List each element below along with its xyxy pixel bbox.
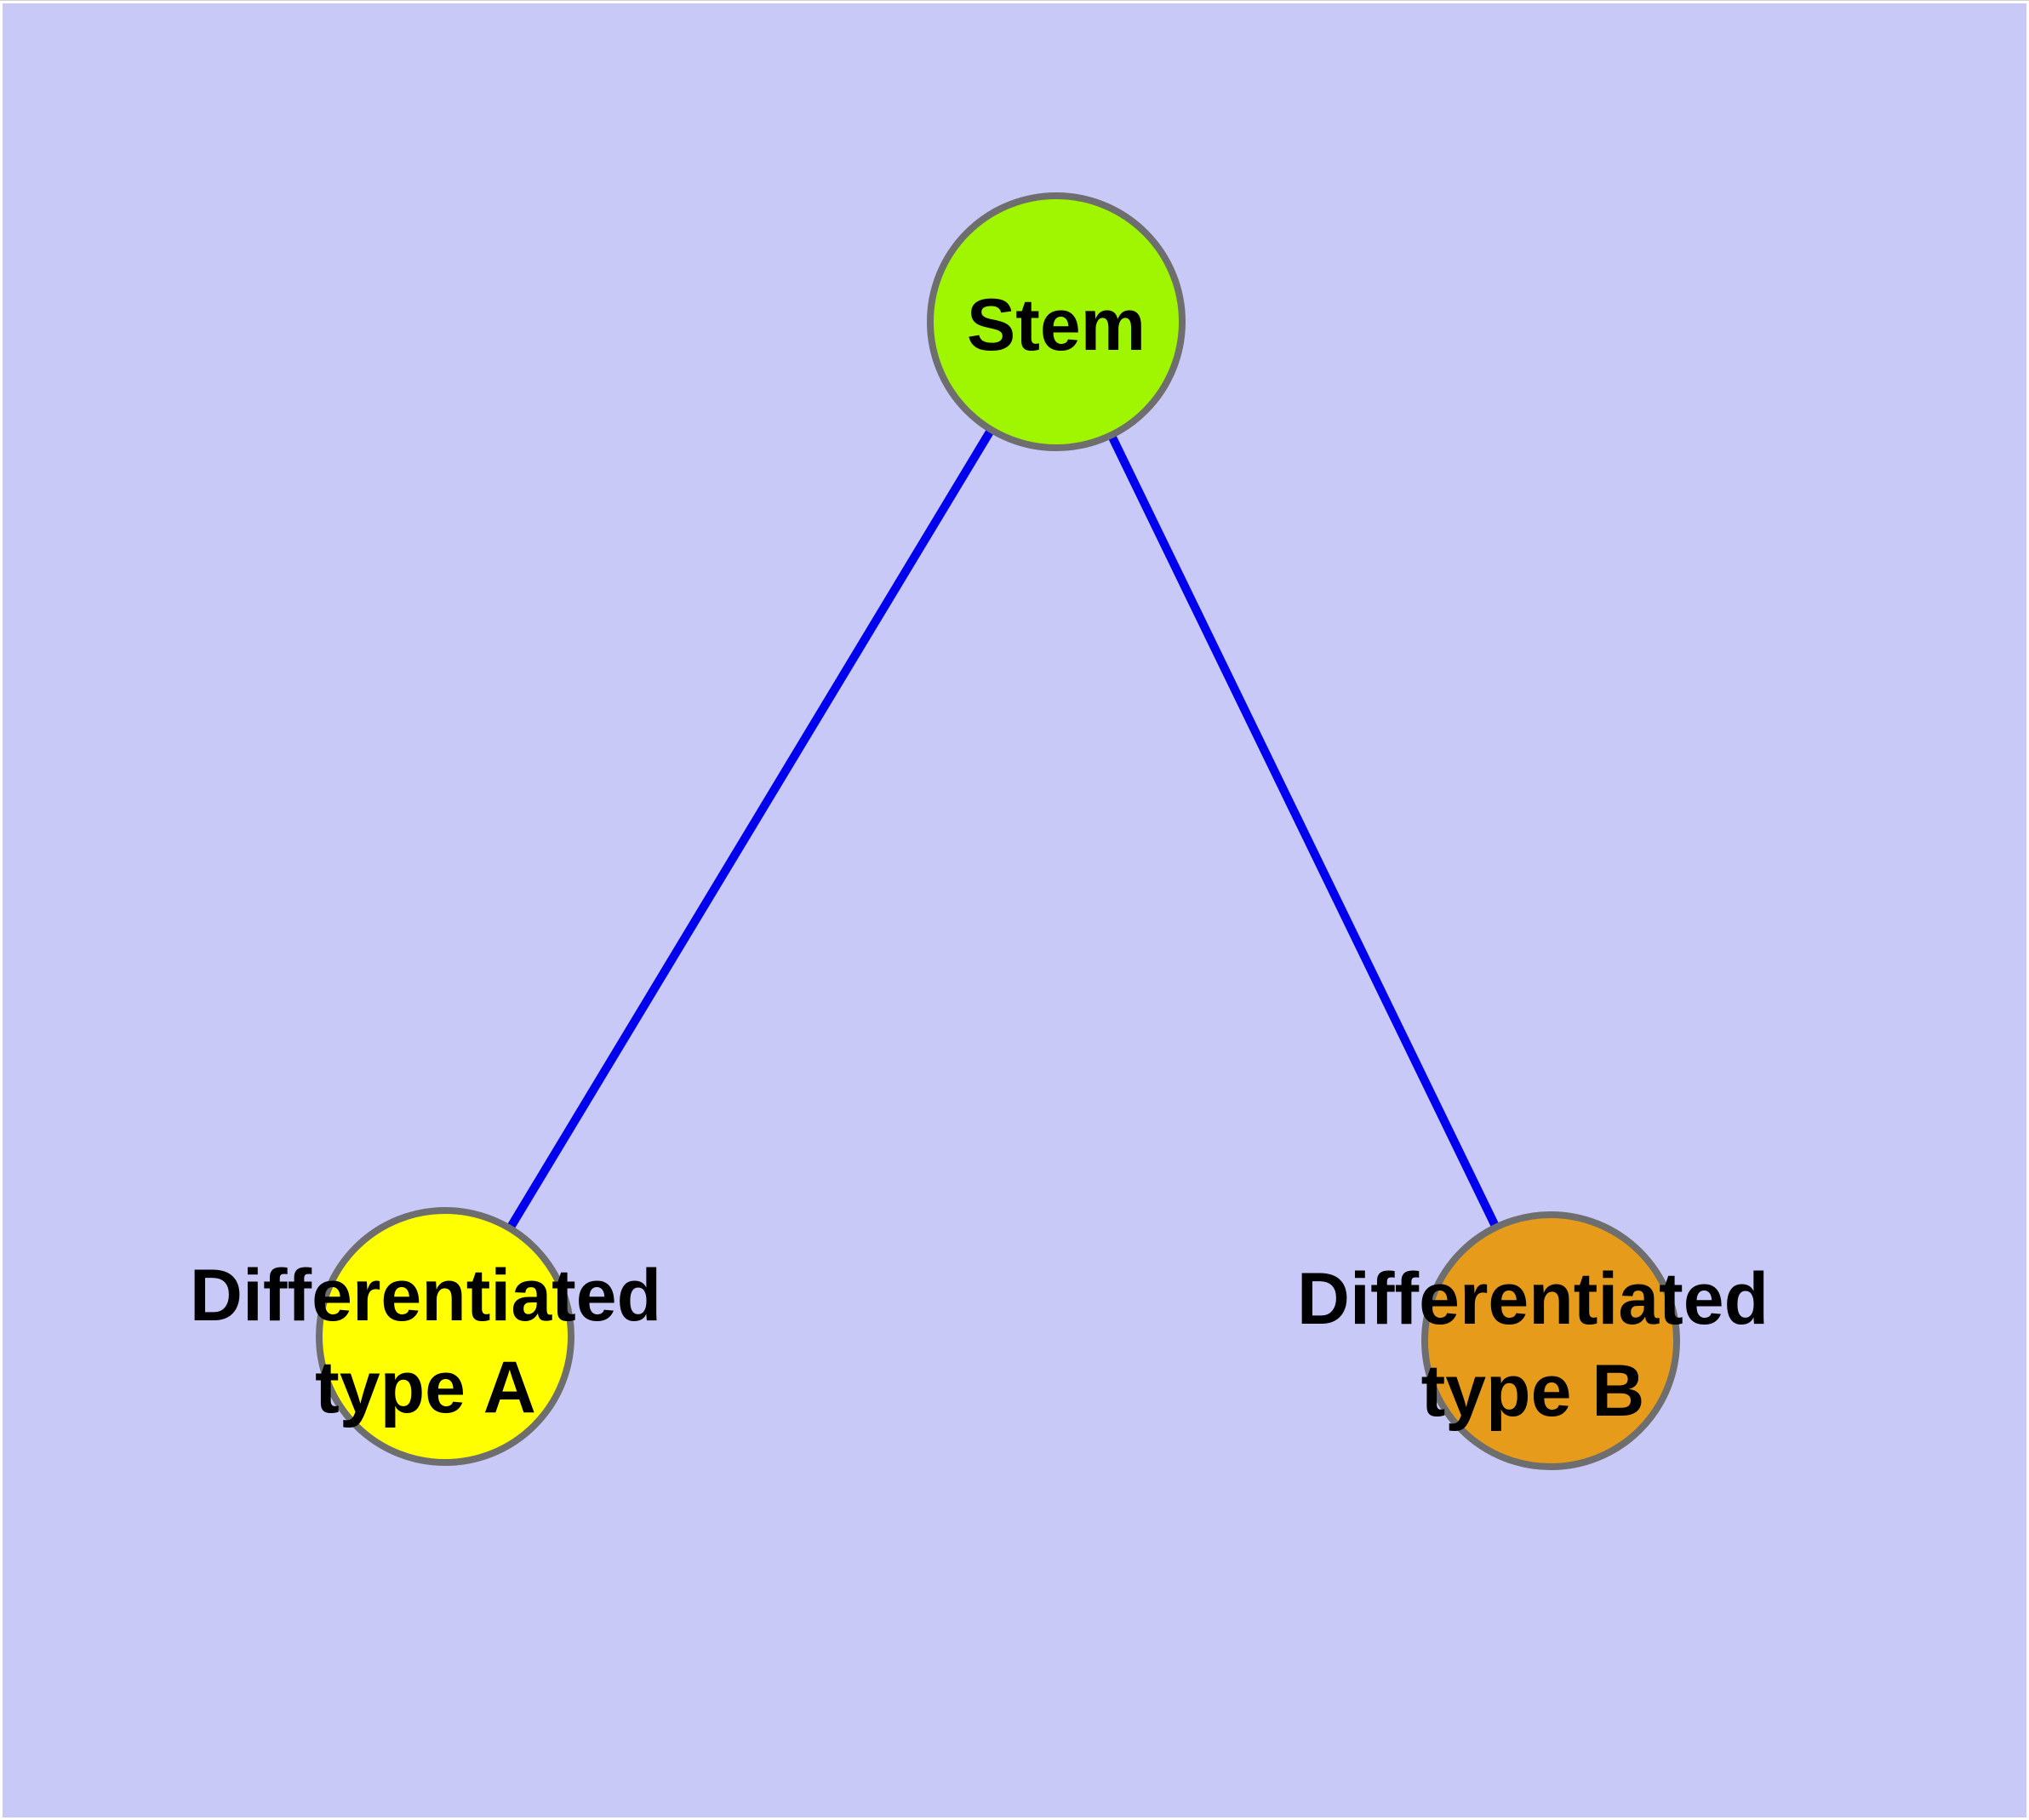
- node-stem[interactable]: [927, 192, 1186, 451]
- node-type-a[interactable]: [316, 1207, 574, 1466]
- node-label-line: Stem: [966, 284, 1146, 366]
- node-label-line: type A: [315, 1347, 536, 1428]
- node-label-line: type B: [1420, 1350, 1645, 1432]
- edge-stem-type-b: [1052, 319, 1555, 1342]
- edge-stem-type-a: [441, 319, 1060, 1338]
- node-label-stem: Stem: [967, 279, 1146, 371]
- node-label-type-b: Differentiated type B: [1297, 1253, 1769, 1437]
- node-label-line: Differentiated: [189, 1255, 662, 1336]
- node-label-type-a: Differentiated type A: [190, 1250, 661, 1434]
- node-type-b[interactable]: [1421, 1211, 1680, 1470]
- node-label-line: Differentiated: [1296, 1258, 1769, 1340]
- edge-layer: [441, 319, 1555, 1342]
